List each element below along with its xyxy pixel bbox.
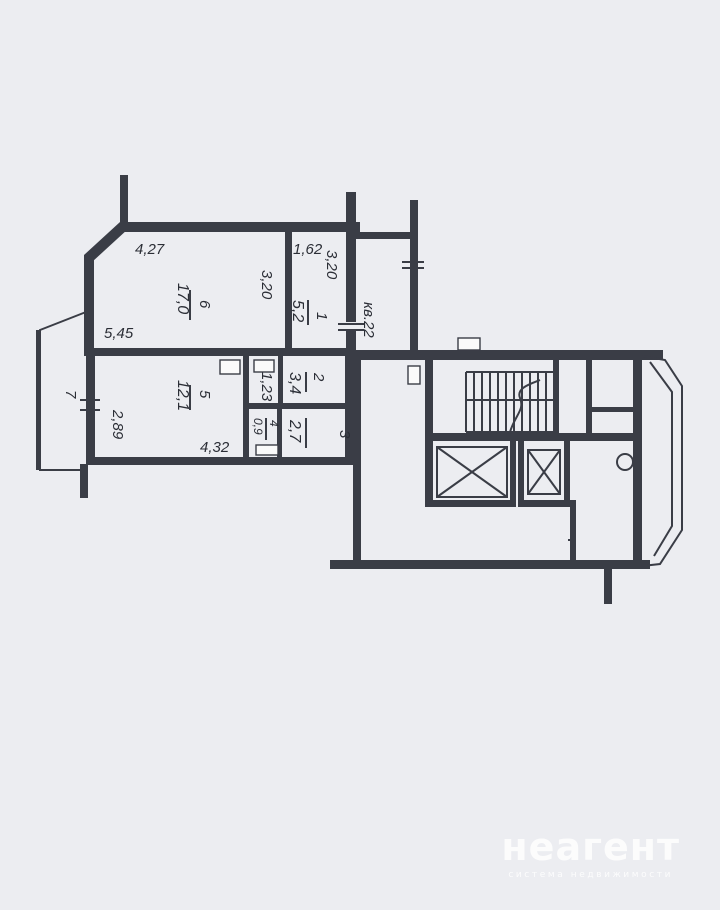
wall-small-room <box>592 407 636 412</box>
wall-room6-hall1 <box>285 232 292 348</box>
wall-stair-left <box>425 360 433 440</box>
sink-fixture <box>219 359 241 375</box>
wall-diagonal-left <box>84 222 128 262</box>
wall-lobby-bottom <box>330 560 650 569</box>
wall-lobby-top <box>353 350 663 360</box>
room1-area: 5,2 <box>289 300 306 322</box>
wall-room6-room5 <box>84 348 354 356</box>
room4-area: 0,9 <box>251 418 265 435</box>
room6-number: 6 <box>196 300 213 309</box>
wall-service-left <box>570 500 576 560</box>
room2-width: 1,23 <box>258 372 275 402</box>
room5-area: 12,1 <box>174 380 191 411</box>
room1-depth: 3,20 <box>323 250 340 280</box>
apartment-label: кв.22 <box>360 302 377 338</box>
wall-corridor-right-upper <box>410 200 418 356</box>
room5-width: 4,32 <box>200 439 230 456</box>
wall-stair-right <box>553 360 559 436</box>
room6-width-top: 4,27 <box>135 241 165 258</box>
wall-bath-right <box>345 356 353 460</box>
elevator-shaft-large <box>425 441 516 507</box>
waste-chute-icon <box>616 453 634 471</box>
wall-hall1-right-lower <box>346 330 356 356</box>
wall-corridor-top <box>356 232 414 239</box>
wall-stair-bottom <box>425 433 635 441</box>
room3-number: 3 <box>336 430 353 439</box>
lobby-fixture <box>407 365 421 385</box>
room4-number: 4 <box>267 420 281 427</box>
room3-area: 2,7 <box>286 419 303 443</box>
room6-depth: 3,20 <box>258 270 275 300</box>
wall-stub-bottom-right <box>604 568 612 604</box>
room5-number: 5 <box>196 390 213 399</box>
watermark-tagline: система недвижимости <box>508 870 674 880</box>
wall-top <box>120 222 360 232</box>
stair-treads <box>465 371 553 433</box>
wall-bottom-room5 <box>86 457 356 465</box>
wall-left-room6 <box>84 255 94 355</box>
wall-lobby-left <box>353 356 361 566</box>
wall-room3-room4 <box>277 409 282 459</box>
wall-lobby-right <box>633 356 642 566</box>
watermark-name: неагент <box>501 825 680 869</box>
room6-width-bottom: 5,45 <box>104 325 134 342</box>
corridor-fixture <box>457 337 481 351</box>
watermark-logo: неагент система недвижимости <box>501 828 680 880</box>
toilet-fixture <box>253 359 275 373</box>
room1-number: 1 <box>313 312 330 320</box>
balcony-rail <box>36 330 41 470</box>
wall-room5-bath <box>243 356 249 460</box>
room2-number: 2 <box>310 372 327 382</box>
elevator-shaft-small <box>518 441 570 507</box>
room6-area: 17,0 <box>174 283 191 314</box>
bath-fixture <box>255 444 279 456</box>
room5-depth: 2,89 <box>109 409 126 440</box>
bay-outline-right <box>641 355 683 567</box>
wall-stair-right2 <box>586 360 592 436</box>
wall-stub-top-left <box>120 175 128 227</box>
wall-room2-left <box>278 356 283 404</box>
door-ticks <box>80 261 576 541</box>
balcony-number: 7 <box>62 390 79 399</box>
wall-stub-bottom-left <box>80 464 88 498</box>
bay-outline-right-inner <box>649 361 673 557</box>
wall-hall1-right <box>346 192 356 322</box>
room1-width: 1,62 <box>293 241 323 258</box>
room2-area: 3,4 <box>286 372 303 394</box>
wall-room2-room3 <box>249 403 349 409</box>
